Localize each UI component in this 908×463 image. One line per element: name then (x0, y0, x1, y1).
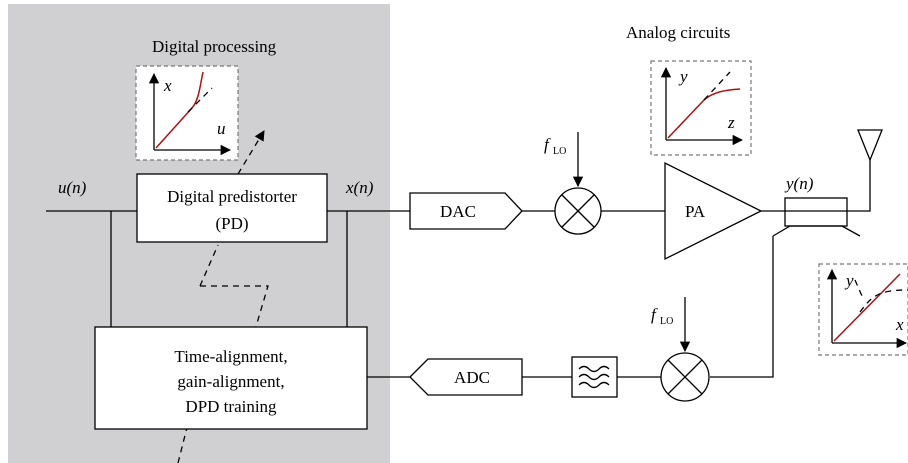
training-block: Time-alignment, gain-alignment, DPD trai… (94, 326, 368, 430)
linearized-curve-inset: y x (818, 263, 908, 356)
pd-inset-y-label: x (163, 76, 172, 95)
up-lo-label: f (544, 135, 551, 154)
analog-region-title: Analog circuits (626, 23, 730, 42)
pa-inset-y-label: y (678, 67, 688, 86)
adapt-dash-up (199, 244, 219, 287)
signal-x: x(n) (345, 178, 374, 197)
pd-inset-x-label: u (217, 119, 226, 138)
adc-label: ADC (454, 368, 490, 387)
lin-inset-curve (833, 273, 901, 342)
up-lo-sub: LO (553, 146, 566, 157)
pa-label: PA (685, 202, 706, 221)
lin-inset-x-label: x (895, 315, 904, 334)
lin-inset-pa-ref (859, 289, 908, 313)
down-lo-sub: LO (660, 316, 673, 327)
signal-u: u(n) (58, 178, 87, 197)
pa-curve-inset: y z (650, 60, 752, 156)
coupler (710, 197, 861, 378)
training-label-1: Time-alignment, (174, 347, 287, 366)
pa-inset-x-label: z (727, 113, 735, 132)
antenna-icon (857, 129, 883, 162)
adapt-arrow (237, 130, 265, 175)
digital-region-title: Digital processing (152, 37, 277, 56)
pd-inset-linear-ref (187, 87, 213, 113)
training-label-2: gain-alignment, (177, 372, 284, 391)
down-mixer: f LO (651, 297, 710, 402)
lin-inset-pd-ref (854, 279, 863, 297)
predistorter-label-1: Digital predistorter (167, 187, 297, 206)
pd-curve-inset: x u (135, 65, 239, 161)
signal-y: y(n) (784, 174, 814, 193)
training-label-3: DPD training (185, 397, 277, 416)
dac-label: DAC (440, 202, 476, 221)
tap-wires (110, 211, 348, 327)
pa-block: PA (664, 161, 763, 261)
filter-icon (571, 356, 618, 398)
lin-inset-y-label: y (844, 271, 854, 290)
down-lo-label: f (651, 305, 658, 324)
adc-block: ADC (409, 358, 523, 396)
up-mixer: f LO (544, 132, 602, 235)
predistorter-label-2: (PD) (215, 214, 248, 233)
dac-block: DAC (409, 192, 523, 230)
predistorter-block: Digital predistorter (PD) (136, 173, 328, 243)
